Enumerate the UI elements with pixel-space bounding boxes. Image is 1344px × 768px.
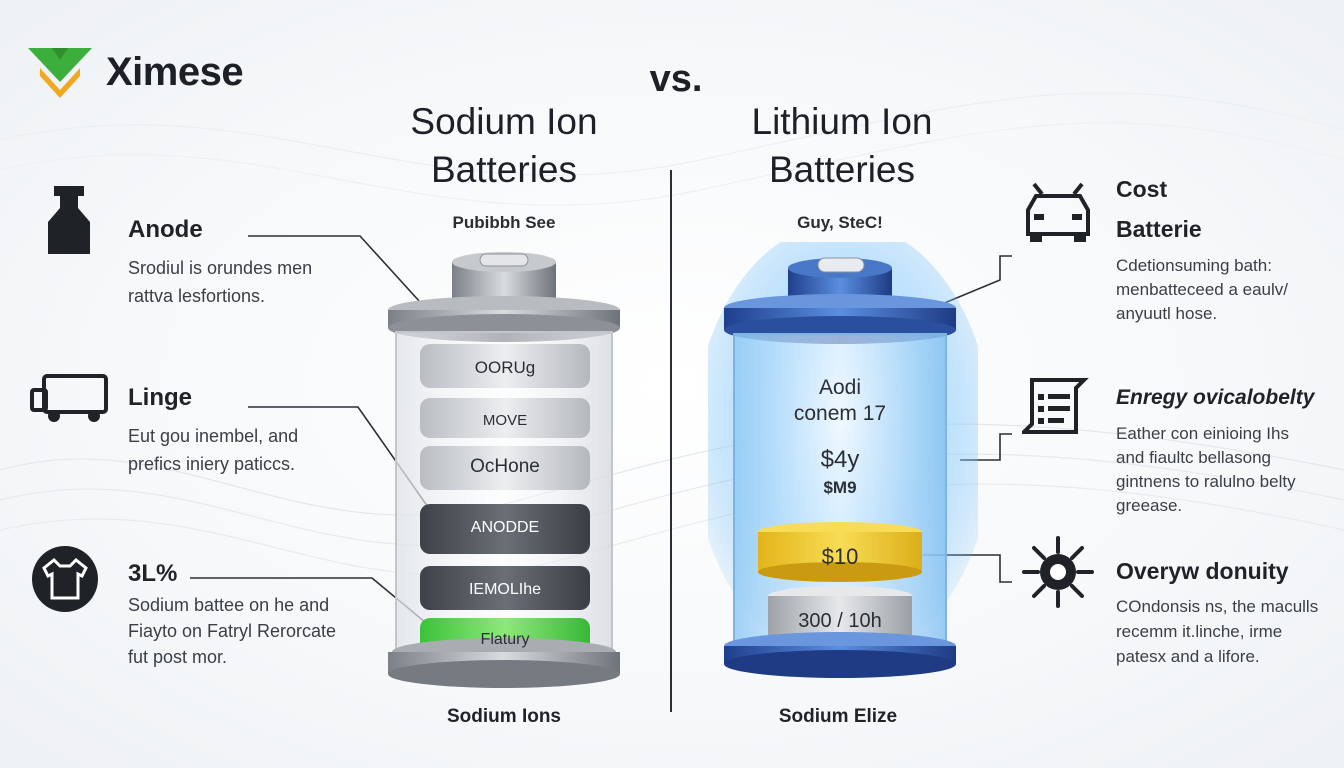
lithium-text-3: $4y (820, 446, 860, 473)
bottle-icon (48, 186, 90, 254)
lithium-title: Lithium Ion Batteries (700, 98, 984, 194)
feature-percent-title: 3L% (128, 560, 178, 587)
sodium-subtitle: Pubibbh See (452, 213, 556, 232)
feature-linge-body: Eut gou inembel, and prefics iniery pati… (128, 426, 299, 474)
lithium-layer-1: $10 (821, 544, 859, 569)
lithium-title-line1: Lithium Ion (751, 101, 933, 142)
feature-cost-title: Cost (1116, 176, 1168, 202)
lithium-text-2: conem 17 (793, 402, 887, 425)
sodium-layer-6: Flatury (480, 631, 530, 648)
feature-linge-title: Linge (128, 384, 192, 411)
document-icon (1022, 378, 1089, 434)
truck-icon (30, 374, 108, 422)
car-icon (1026, 182, 1090, 242)
lithium-text-4: $M9 (823, 478, 857, 497)
feature-cost-body: Cdetionsuming bath: menbatteceed a eaulv… (1116, 256, 1289, 323)
sodium-title-line2: Batteries (430, 149, 577, 190)
center-divider (670, 170, 672, 712)
sodium-layer-5: IEMOLIhe (468, 581, 542, 598)
feature-percent-body: Sodium battee on he and Fiayto on Fatryl… (128, 595, 337, 667)
lithium-battery (708, 242, 978, 678)
gear-icon (1022, 536, 1094, 608)
feature-density-body: COndonsis ns, the maculls recemm it.linc… (1116, 597, 1319, 666)
feature-anode-title: Anode (128, 216, 203, 243)
sodium-layer-1: OORUg (474, 358, 536, 377)
feature-anode-body: Srodiul is orundes men rattva lesfortion… (128, 258, 313, 306)
sodium-title: Sodium Ion Batteries (364, 98, 644, 194)
sodium-layer-2: MOVE (482, 412, 528, 429)
lithium-layer-2: 300 / 10h (798, 610, 882, 632)
lithium-caption: Sodium Elize (778, 706, 898, 727)
lithium-text-1: Aodi (818, 376, 862, 399)
sodium-layer-4: ANODDE (470, 519, 540, 536)
lithium-subtitle: Guy, SteC! (797, 213, 883, 232)
sodium-layer-3: OcHone (470, 456, 540, 477)
lithium-title-line2: Batteries (768, 149, 915, 190)
feature-cost-title2: Batterie (1116, 216, 1202, 242)
shirt-icon (32, 546, 98, 612)
feature-energy-body: Eather con einioing Ihs and fiaultc bell… (1116, 424, 1296, 515)
sodium-caption: Sodium Ions (447, 706, 561, 727)
chevron-logo-icon (28, 48, 92, 98)
brand-name: Ximese (106, 49, 244, 94)
sodium-battery (388, 252, 620, 688)
sodium-title-line1: Sodium Ion (410, 101, 598, 142)
versus-label: vs. (649, 58, 703, 100)
brand-logo[interactable]: Ximese (26, 44, 244, 100)
feature-energy-title: Enregy ovicalobelty (1116, 386, 1315, 409)
feature-density-title: Overyw donuity (1116, 558, 1289, 584)
